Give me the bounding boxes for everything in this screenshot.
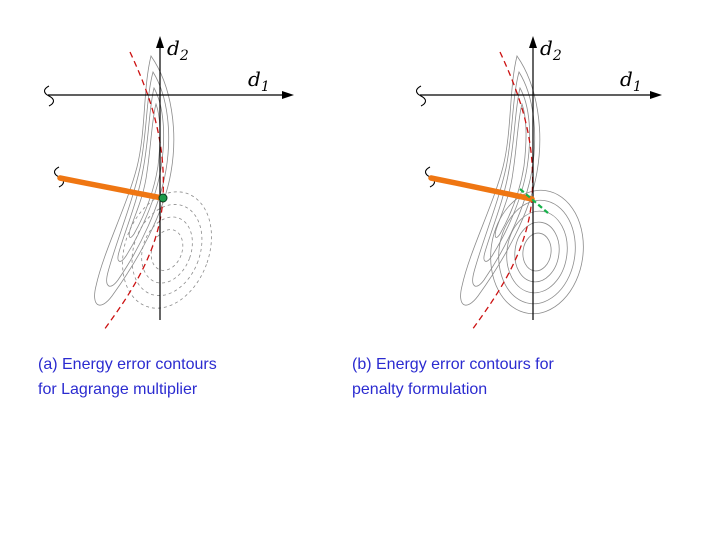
- contour-line: [494, 102, 527, 238]
- contour-line: [128, 102, 161, 238]
- panel-a-error-ellipses: [122, 191, 212, 309]
- panel-b-d1-label: d1: [620, 67, 642, 95]
- contour-line: [460, 55, 541, 306]
- error-ellipse: [131, 204, 203, 296]
- panel-a-solution-point: [158, 193, 168, 203]
- caption-a-line1: (a) Energy error contours: [38, 356, 217, 373]
- error-ellipse: [506, 210, 568, 294]
- panel-a-axis-break-squiggle: [43, 85, 55, 107]
- contour-line: [94, 55, 175, 306]
- panel-b-contour-lines: [460, 55, 541, 306]
- panel-b-solution-marker: [519, 188, 549, 214]
- panel-b-iteration-path: [428, 175, 535, 202]
- panel-a-iteration-path: [57, 175, 165, 201]
- error-ellipse: [141, 216, 193, 284]
- error-ellipse: [150, 229, 184, 271]
- panel-a-plot: d2 d1: [43, 36, 294, 331]
- contour-line: [117, 86, 164, 262]
- caption-a: (a) Energy error contours for Lagrange m…: [38, 352, 338, 402]
- panel-b-d2-label: d2: [540, 36, 562, 64]
- error-ellipse: [514, 221, 560, 283]
- panel-a-vertical-axis-arrow-icon: [156, 36, 164, 48]
- panel-b-vertical-axis-arrow-icon: [529, 36, 537, 48]
- panel-b-horizontal-axis-arrow-icon: [650, 91, 662, 99]
- panel-b-plot: d2 d1: [415, 36, 662, 331]
- panel-a-horizontal-axis-arrow-icon: [282, 91, 294, 99]
- error-ellipse: [122, 191, 212, 309]
- error-ellipse: [522, 232, 552, 272]
- error-ellipse: [490, 189, 584, 315]
- contour-line: [106, 71, 170, 287]
- panel-a-d2-label: d2: [167, 36, 189, 64]
- caption-b-line1: (b) Energy error contours for: [352, 356, 554, 373]
- panel-a-contour-lines: [94, 55, 175, 306]
- caption-b: (b) Energy error contours for penalty fo…: [352, 352, 652, 402]
- panel-b-error-ellipses: [490, 189, 584, 315]
- caption-b-line2: penalty formulation: [352, 381, 488, 398]
- panel-a-d1-label: d1: [248, 67, 270, 95]
- contour-line: [472, 71, 536, 287]
- panel-b-axis-break-squiggle: [415, 85, 427, 107]
- error-ellipse: [498, 199, 576, 305]
- caption-a-line2: for Lagrange multiplier: [38, 381, 198, 398]
- contour-line: [483, 86, 530, 262]
